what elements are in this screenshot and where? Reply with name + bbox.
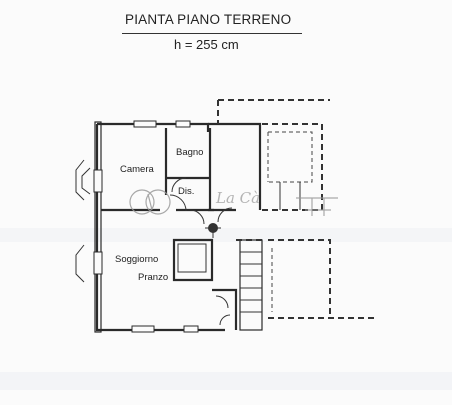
scan-band: [0, 372, 452, 390]
agency-watermark: La Cà: [129, 189, 338, 216]
exterior-walls: [94, 121, 262, 333]
window-marks: [93, 120, 199, 333]
room-label-bagno: Bagno: [176, 147, 203, 158]
scan-band: [0, 228, 452, 242]
watermark-text: La Cà: [215, 189, 260, 207]
shutter-lines: [75, 159, 91, 283]
room-label-dis: Dis.: [178, 186, 194, 197]
right-annex: [217, 99, 378, 319]
ceiling-height-note: h = 255 cm: [174, 37, 239, 52]
room-label-soggiorno: Soggiorno: [115, 254, 158, 265]
room-label-camera: Camera: [120, 164, 155, 175]
title-underline: [122, 33, 302, 35]
room-label-pranzo: Pranzo: [138, 272, 168, 283]
door-swings: [169, 177, 233, 326]
stair-block: [172, 223, 263, 331]
plan-title: PIANTA PIANO TERRENO: [125, 12, 292, 27]
